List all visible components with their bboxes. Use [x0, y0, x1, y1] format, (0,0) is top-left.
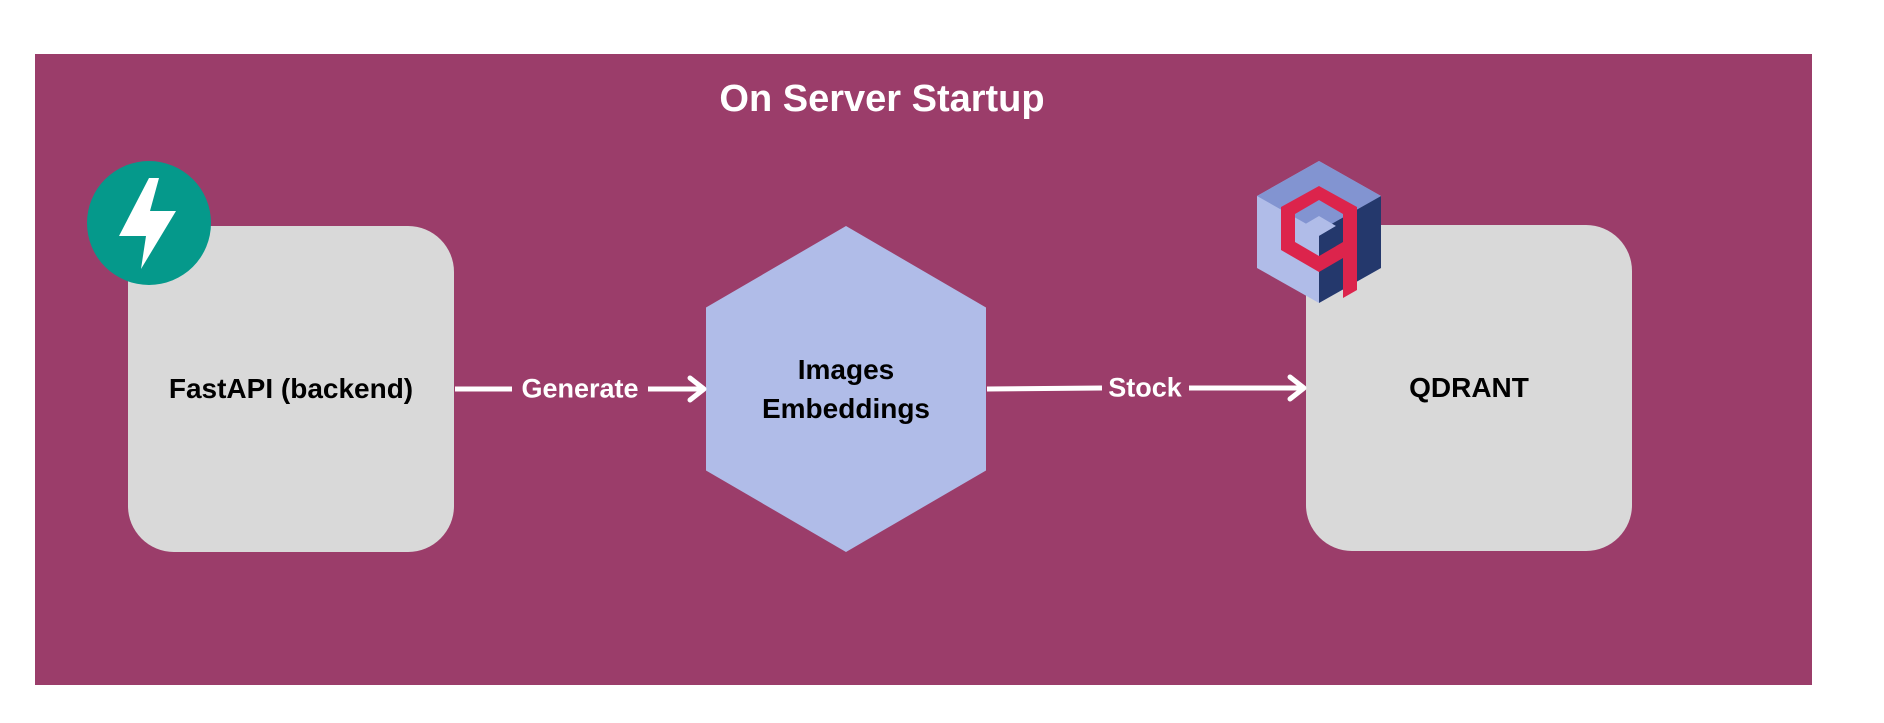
generate-edge-label: Generate	[521, 373, 639, 404]
fastapi-backend-node: FastAPI (backend)	[128, 226, 454, 552]
fastapi-backend-label: FastAPI (backend)	[168, 373, 414, 404]
stock-arrow	[986, 374, 1307, 402]
stock-edge-label: Stock	[1108, 372, 1182, 403]
fastapi-logo-icon	[87, 161, 211, 285]
qdrant-logo-icon	[1257, 161, 1381, 303]
images-embeddings-node: Images Embeddings	[706, 226, 986, 552]
images-embeddings-label-line1: Images	[797, 353, 895, 385]
images-embeddings-label: Images Embeddings	[762, 350, 930, 428]
images-embeddings-label-line2: Embeddings	[761, 393, 930, 424]
qdrant-label: QDRANT	[1409, 372, 1529, 403]
generate-arrow	[455, 375, 707, 403]
diagram-title: On Server Startup	[719, 78, 1045, 120]
